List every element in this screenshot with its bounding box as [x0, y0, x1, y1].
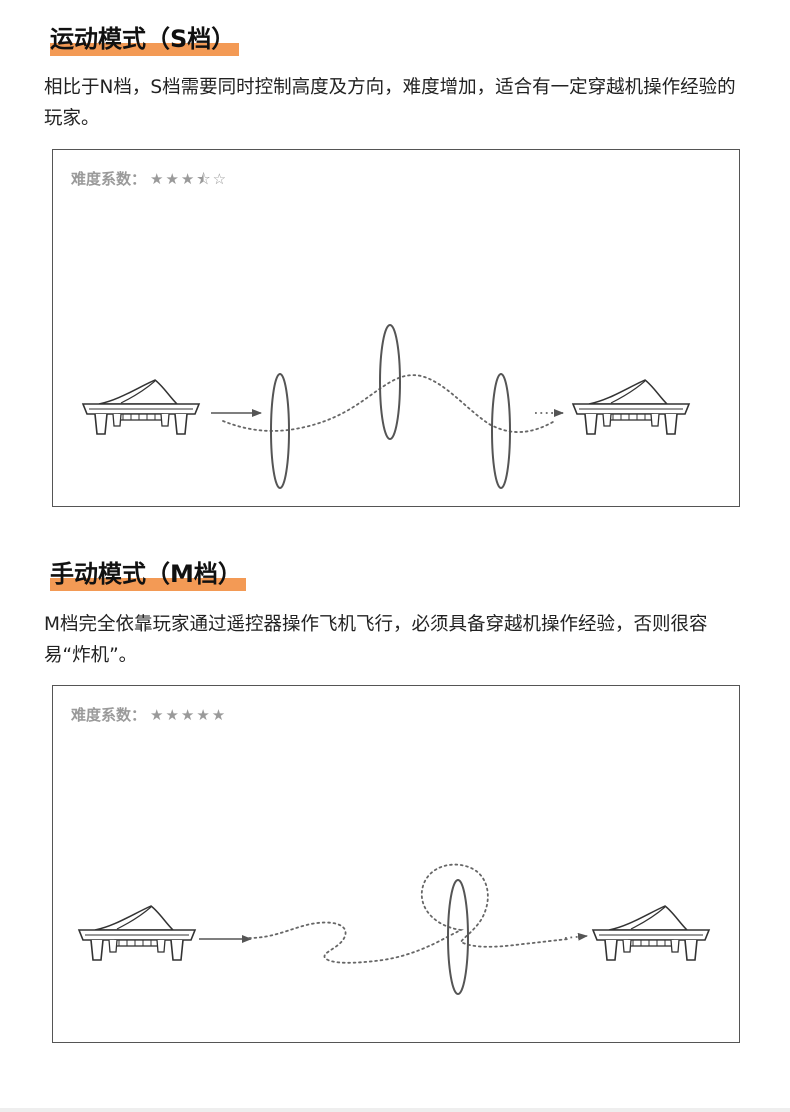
difficulty-label: 难度系数： — [71, 170, 147, 188]
drone-icon — [572, 379, 690, 435]
difficulty-rating: 难度系数：★★★⯪☆ — [71, 168, 228, 194]
flight-path-diagram-sport — [82, 324, 690, 489]
title-highlight-bar — [50, 43, 240, 56]
section-description: M档完全依靠玩家通过遥控器操作飞机飞行，必须具备穿越机操作经验，否则很容易“炸机… — [44, 614, 708, 666]
section-description: 相比于N档，S档需要同时控制高度及方向，难度增加，适合有一定穿越机操作经验的玩家… — [44, 77, 736, 129]
section-title-text: 手动模式（M档） — [50, 560, 242, 588]
arrow-right-icon — [564, 932, 588, 941]
difficulty-label: 难度系数： — [71, 706, 147, 724]
flight-path-dotted — [248, 863, 570, 964]
flight-path-diagram-manual — [78, 863, 710, 995]
ring-gate-icon — [447, 879, 469, 995]
diagram-frame-sport: 难度系数：★★★⯪☆ — [52, 149, 740, 507]
title-highlight-bar — [50, 578, 246, 591]
section-title: 手动模式（M档） — [50, 557, 246, 591]
star-icon: ★★★⯪☆ — [150, 170, 229, 188]
star-icon: ★★★★★ — [150, 706, 228, 724]
section-title-text: 运动模式（S档） — [50, 25, 236, 53]
difficulty-rating: 难度系数：★★★★★ — [71, 704, 227, 725]
drone-icon — [82, 379, 200, 435]
diagram-frame-manual: 难度系数：★★★★★ — [52, 685, 740, 1043]
drone-icon — [78, 905, 196, 961]
page-bottom-divider — [0, 1108, 790, 1112]
section-title: 运动模式（S档） — [50, 22, 240, 56]
drone-icon — [592, 905, 710, 961]
ring-gate-icon — [491, 373, 511, 489]
ring-gate-icon — [270, 373, 290, 489]
ring-gate-icon — [379, 324, 401, 440]
flight-path-dotted — [222, 374, 554, 433]
